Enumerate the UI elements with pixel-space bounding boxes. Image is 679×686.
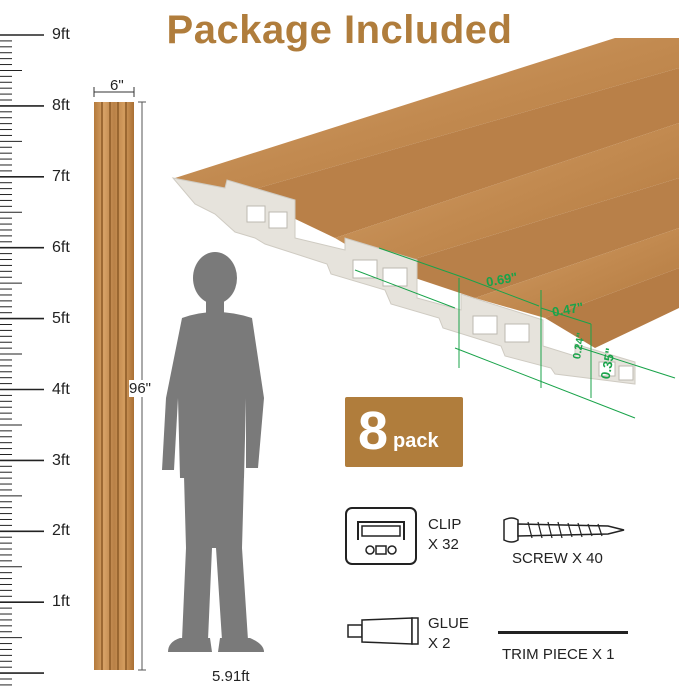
ruler-label-6ft: 6ft xyxy=(52,239,70,256)
panel-width-label: 6" xyxy=(110,77,124,94)
clip-name: CLIP xyxy=(428,516,462,533)
clip-qty: X 32 xyxy=(428,536,459,553)
trim-piece-icon xyxy=(498,631,628,634)
screw-label: SCREW X 40 xyxy=(512,550,603,567)
pack-word: pack xyxy=(393,430,439,452)
ruler-label-2ft: 2ft xyxy=(52,522,70,539)
person-height-label: 5.91ft xyxy=(212,668,250,685)
trim-label: TRIM PIECE X 1 xyxy=(502,646,615,663)
ruler-label-1ft: 1ft xyxy=(52,593,70,610)
ruler-ticks xyxy=(0,34,44,686)
ruler-label-4ft: 4ft xyxy=(52,381,70,398)
panel-profile-figure xyxy=(171,38,679,419)
ruler-label-5ft: 5ft xyxy=(52,310,70,327)
ruler-label-7ft: 7ft xyxy=(52,168,70,185)
height-ruler xyxy=(0,34,44,686)
pack-badge xyxy=(345,397,463,467)
person-silhouette-icon xyxy=(162,252,264,652)
wall-panel xyxy=(94,102,134,670)
glue-tube-icon xyxy=(347,617,419,645)
ruler-label-9ft: 9ft xyxy=(52,26,70,43)
panel-height-label: 96" xyxy=(129,380,152,397)
wall-panel-figure xyxy=(93,87,146,671)
ruler-label-3ft: 3ft xyxy=(52,452,70,469)
screw-icon xyxy=(503,517,625,543)
pack-count: 8 xyxy=(358,401,389,461)
glue-name: GLUE xyxy=(428,615,469,632)
page-title: Package Included xyxy=(166,8,513,52)
glue-qty: X 2 xyxy=(428,635,451,652)
clip-icon xyxy=(345,507,417,565)
ruler-label-8ft: 8ft xyxy=(52,97,70,114)
